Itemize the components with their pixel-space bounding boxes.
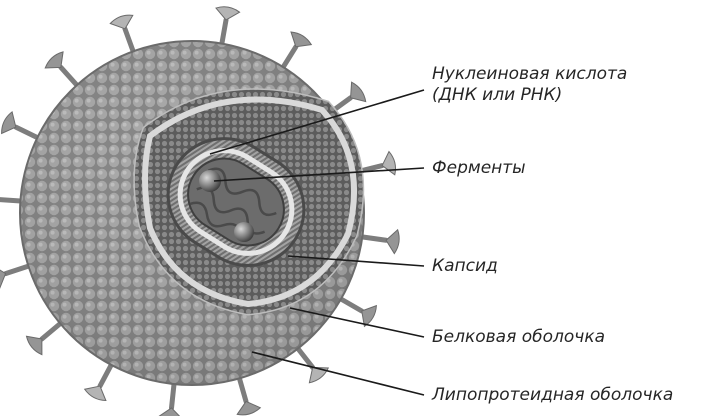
label-protein-shell: Белковая оболочка xyxy=(432,327,605,348)
leader-lipoprotein-shell xyxy=(252,352,424,395)
spike-head xyxy=(45,52,63,68)
label-nucleic-acid-line2: (ДНК или РНК) xyxy=(432,85,627,106)
spike-head xyxy=(85,386,106,400)
spike-head xyxy=(110,15,133,29)
spike-head xyxy=(26,336,41,354)
spike-head xyxy=(237,401,260,414)
label-capsid: Капсид xyxy=(432,256,498,277)
spike-head xyxy=(382,152,395,175)
spike-head xyxy=(386,230,399,254)
label-nucleic-acid-line1: Нуклеиновая кислота xyxy=(432,64,627,85)
spike-head xyxy=(216,7,240,20)
label-nucleic-acid: Нуклеиновая кислота (ДНК или РНК) xyxy=(432,64,627,106)
spike-head xyxy=(2,112,16,134)
enzyme xyxy=(234,222,254,242)
spike-head xyxy=(291,32,311,47)
virion-body xyxy=(20,41,380,385)
spike-head xyxy=(0,265,6,288)
label-enzymes: Ферменты xyxy=(432,158,526,179)
spike-head xyxy=(351,82,366,101)
spike-head xyxy=(159,408,183,416)
label-lipoprotein-shell: Липопротеидная оболочка xyxy=(432,385,673,406)
